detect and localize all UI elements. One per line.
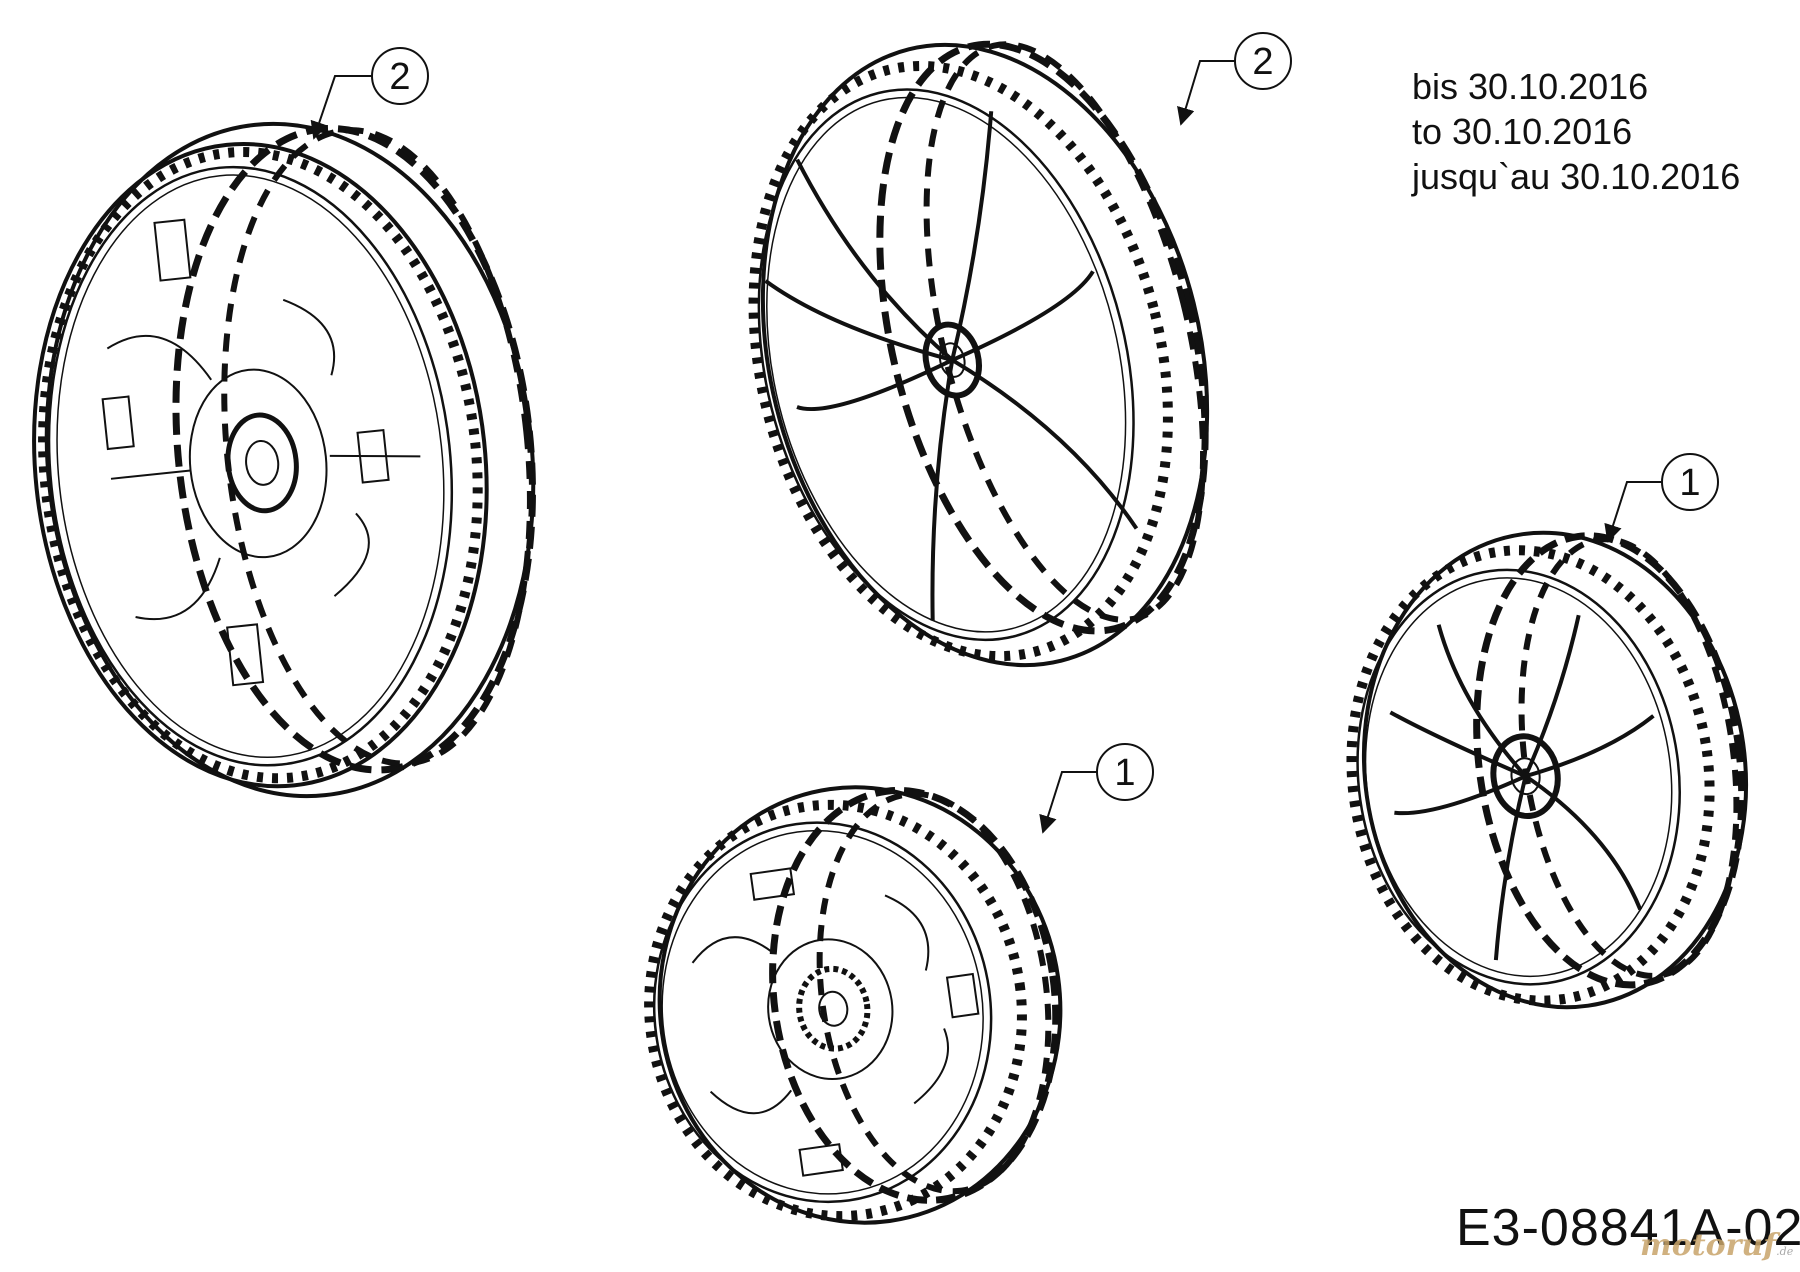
svg-text:1: 1 xyxy=(1679,462,1700,504)
wheel-small-right xyxy=(1346,530,1749,1010)
watermark-suffix: .de xyxy=(1776,1245,1794,1258)
callout-wheel-large-right: 2 xyxy=(1177,32,1292,126)
callout-wheel-small-right: 1 xyxy=(1604,453,1719,543)
watermark-logo: motoruf.de xyxy=(1640,1228,1793,1263)
drawing-number: E3-08841A-02 xyxy=(1456,1199,1800,1257)
validity-de: bis 30.10.2016 xyxy=(1412,66,1649,107)
validity-note: bis 30.10.2016 to 30.10.2016 jusqu`au 30… xyxy=(1412,64,1740,199)
svg-text:2: 2 xyxy=(389,56,410,98)
validity-fr: jusqu`au 30.10.2016 xyxy=(1412,156,1741,197)
callout-wheel-large-left: 2 xyxy=(310,47,429,140)
watermark-text: motoruf xyxy=(1640,1228,1777,1263)
svg-text:1: 1 xyxy=(1114,752,1135,794)
callout-wheel-small-bottom: 1 xyxy=(1039,743,1154,834)
wheel-small-bottom xyxy=(644,785,1063,1225)
validity-en: to 30.10.2016 xyxy=(1412,111,1633,152)
svg-text:2: 2 xyxy=(1252,41,1273,83)
wheel-large-right xyxy=(748,40,1210,668)
wheel-large-left xyxy=(32,121,536,799)
